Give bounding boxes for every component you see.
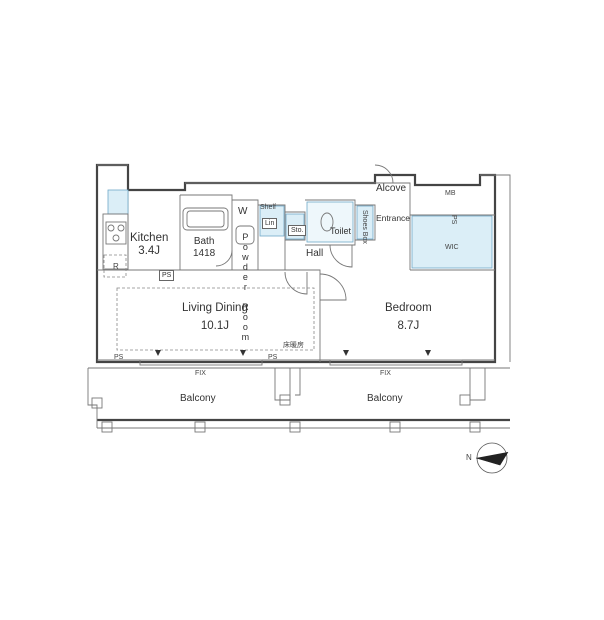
burner-3-icon <box>112 234 120 242</box>
kitchen-counter <box>102 213 129 270</box>
balcony-right-label: Balcony <box>367 393 403 404</box>
windows <box>97 359 495 366</box>
shoes-box-area <box>356 205 374 240</box>
stove <box>105 221 127 245</box>
toilet-area <box>306 201 354 243</box>
north-label: N <box>466 453 472 462</box>
meter-box-label: MB <box>445 190 456 197</box>
living-dining-size: 10.1J <box>200 320 229 333</box>
toilet-bowl <box>320 212 334 232</box>
north-compass <box>475 442 509 474</box>
fridge-space <box>103 254 127 278</box>
refrigerator-marker: R <box>113 262 119 271</box>
ps-right-marker: PS <box>268 354 278 361</box>
bathtub-inner <box>186 210 225 228</box>
kitchen-name: Kitchen <box>130 232 169 244</box>
linen-label: Lin <box>262 218 278 229</box>
bedroom-label: Bedroom 8.7J <box>385 302 432 338</box>
bathtub <box>182 207 229 231</box>
ps-wic-marker: PS <box>450 215 458 225</box>
shoes-box-label: Shoes Box <box>361 210 369 244</box>
bedroom-size: 8.7J <box>397 320 420 333</box>
floor-heating-zone <box>116 287 315 351</box>
fix-right-label: FIX <box>380 370 391 377</box>
wic-area <box>411 215 493 269</box>
kitchen-size: 3.4J <box>138 245 161 258</box>
shelf-label: Shelf <box>260 204 276 211</box>
bedroom-name: Bedroom <box>385 302 432 314</box>
toilet-label: Toilet <box>330 226 352 236</box>
roof-edge <box>97 164 511 362</box>
hall-label: Hall <box>306 248 324 259</box>
entrance-label: Entrance <box>376 213 411 223</box>
bath-label: Bath 1418 <box>193 236 215 259</box>
burner-2-icon <box>117 224 125 232</box>
floor-heating-label: 床暖房 <box>283 342 304 349</box>
window-arrows <box>155 350 431 356</box>
bath-size: 1418 <box>193 247 216 259</box>
powder-room-label: Powder Room <box>240 232 251 342</box>
storage-label: Sto. <box>288 225 307 236</box>
interior-walls <box>97 182 495 362</box>
door-swings <box>215 164 394 301</box>
living-dining-label: Living Dining 10.1J <box>182 302 248 338</box>
exterior-wall <box>95 163 497 364</box>
ps-left-marker: PS <box>114 354 124 361</box>
kitchen-sink-area <box>107 189 129 215</box>
balcony-left-label: Balcony <box>180 393 216 404</box>
balcony <box>87 367 510 433</box>
washer-label: W <box>238 206 248 217</box>
alcove-label: Alcove <box>376 183 407 194</box>
burner-1-icon <box>107 224 115 232</box>
kitchen-label: Kitchen 3.4J <box>130 232 168 258</box>
wic-label: WIC <box>445 244 459 251</box>
ps-kitchen-marker: PS <box>159 270 175 281</box>
bath-name: Bath <box>193 236 215 247</box>
vanity-sink <box>235 225 255 245</box>
living-dining-name: Living Dining <box>182 302 248 314</box>
fix-left-label: FIX <box>195 370 206 377</box>
